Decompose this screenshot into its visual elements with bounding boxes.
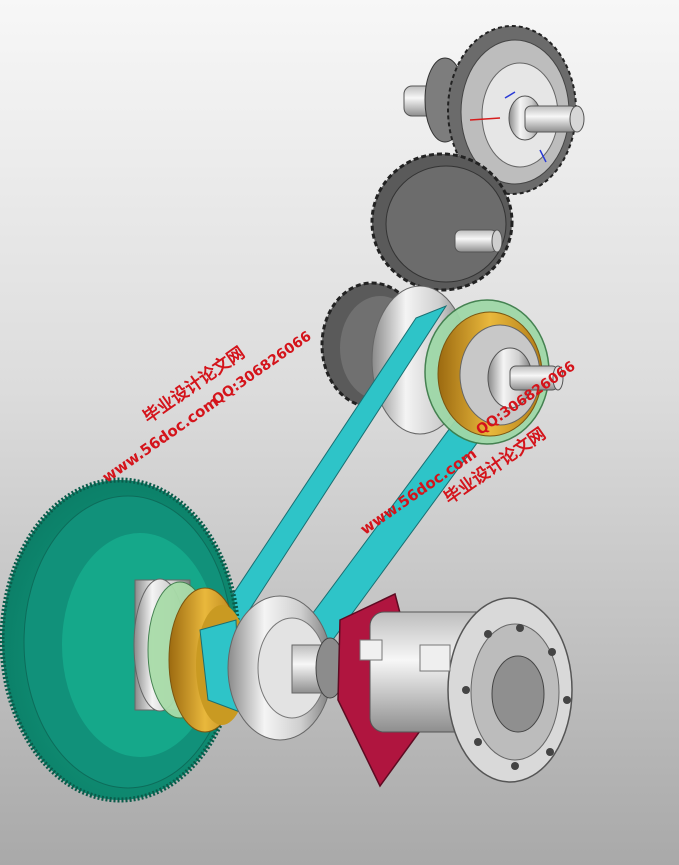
upper-pulley <box>424 299 564 445</box>
top-shaft-right <box>524 105 578 133</box>
lower-pulley <box>227 595 345 741</box>
middle-gear <box>370 152 514 292</box>
electric-motor <box>337 592 573 788</box>
middle-gear-pin <box>454 229 498 253</box>
motor-bolts <box>462 624 571 770</box>
top-gear-assembly <box>403 25 585 195</box>
upper-pulley-shaft <box>509 365 559 391</box>
